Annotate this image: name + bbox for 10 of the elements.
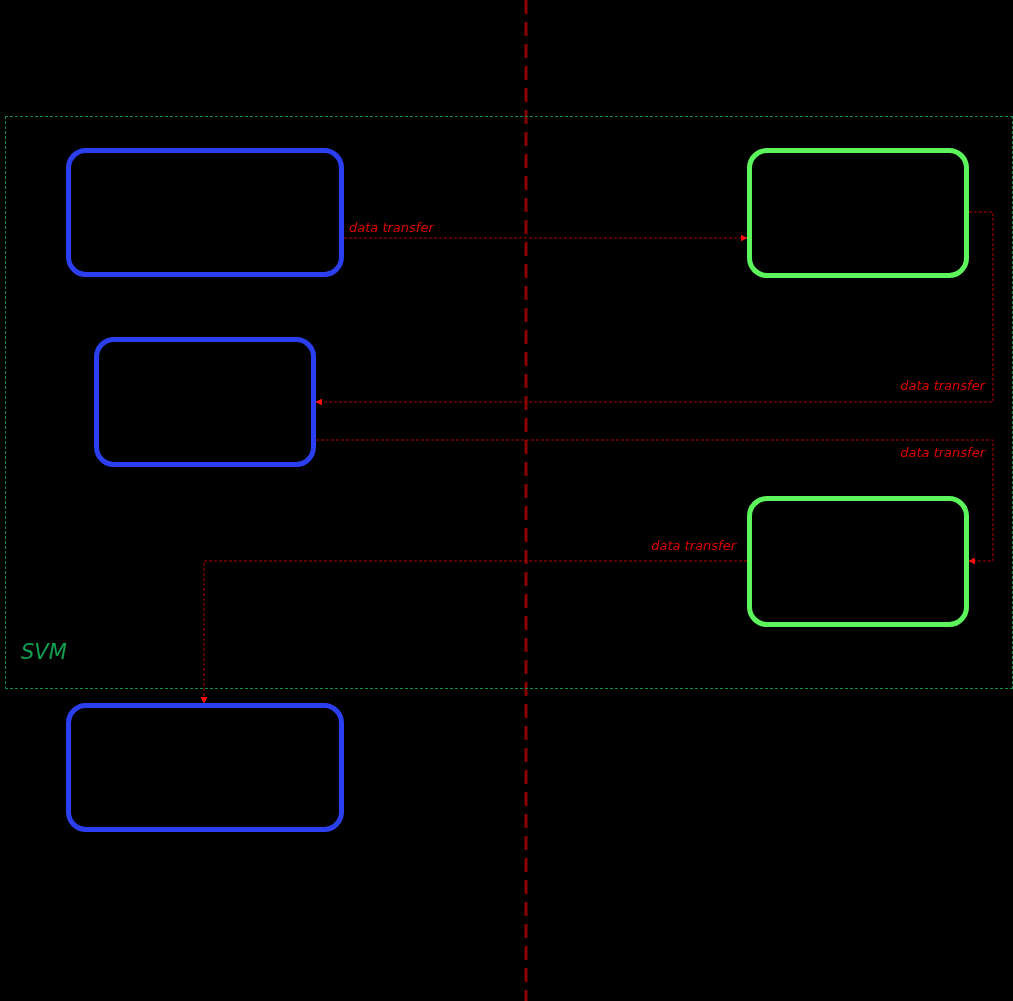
rounded-box [94, 337, 316, 467]
rounded-box [747, 496, 969, 627]
region-label: SVM [21, 640, 67, 664]
rounded-box [66, 703, 344, 832]
arrow [315, 439, 994, 565]
arrow [200, 560, 748, 704]
arrow [315, 211, 994, 406]
arrow [343, 234, 748, 242]
rounded-box [66, 148, 344, 277]
rounded-box [747, 148, 969, 278]
